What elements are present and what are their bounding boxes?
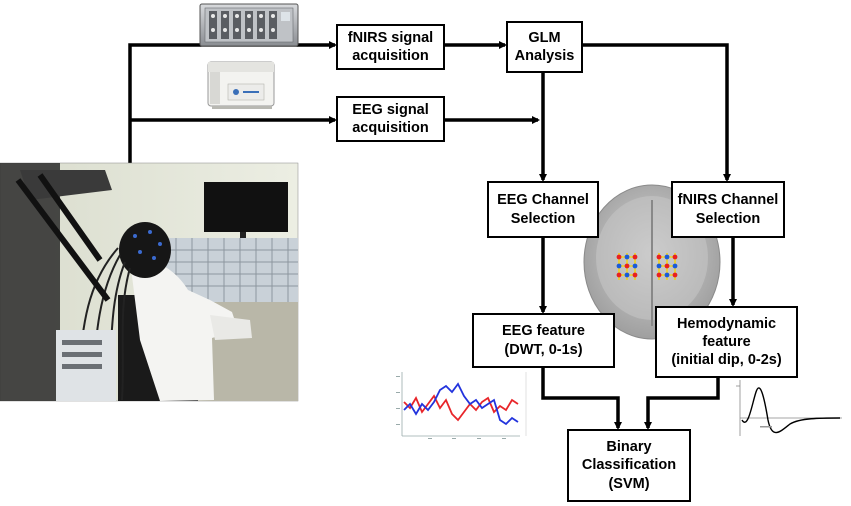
- eeg-channel-selection-label: EEG Channel Selection: [497, 192, 589, 227]
- binary-classification-label: Binary Classification (SVM): [581, 439, 677, 492]
- eeg-signal-plot: [396, 372, 527, 439]
- eeg-feature-box: EEG feature (DWT, 0-1s): [472, 313, 615, 368]
- eeg-trace-red: [403, 394, 519, 422]
- eeg-feature-label: EEG feature (DWT, 0-1s): [502, 323, 585, 358]
- right-channel-grid: [656, 253, 678, 280]
- arrow-glm-to-fnirs-channel: [583, 43, 731, 182]
- arrow-hemo-feature-to-classification: [644, 378, 720, 430]
- participant-photo: [0, 162, 299, 402]
- eeg-amplifier-image: [207, 61, 275, 109]
- hemodynamic-response-plot: [736, 380, 842, 436]
- eeg-signal-acquisition-label: EEG signal acquisition: [352, 101, 429, 136]
- glm-analysis-box: GLM Analysis: [506, 21, 583, 73]
- eeg-signal-acquisition-box: EEG signal acquisition: [336, 96, 445, 142]
- fnirs-channel-selection-box: fNIRS Channel Selection: [671, 181, 785, 238]
- fnirs-channel-selection-label: fNIRS Channel Selection: [677, 192, 779, 227]
- hemodynamic-feature-box: Hemodynamic feature (initial dip, 0-2s): [655, 306, 798, 378]
- arrow-eeg-feature-to-classification: [541, 368, 622, 430]
- binary-classification-box: Binary Classification (SVM): [567, 429, 691, 502]
- eeg-trace-blue: [403, 382, 519, 426]
- glm-analysis-label: GLM Analysis: [514, 29, 575, 64]
- left-channel-grid: [616, 253, 638, 280]
- hemodynamic-feature-label: Hemodynamic feature (initial dip, 0-2s): [671, 315, 782, 369]
- fnirs-signal-acquisition-label: fNIRS signal acquisition: [347, 29, 434, 64]
- hrf-curve: [741, 387, 841, 434]
- eeg-channel-selection-box: EEG Channel Selection: [487, 181, 599, 238]
- fnirs-device-image: [199, 3, 299, 47]
- fnirs-signal-acquisition-box: fNIRS signal acquisition: [336, 24, 445, 70]
